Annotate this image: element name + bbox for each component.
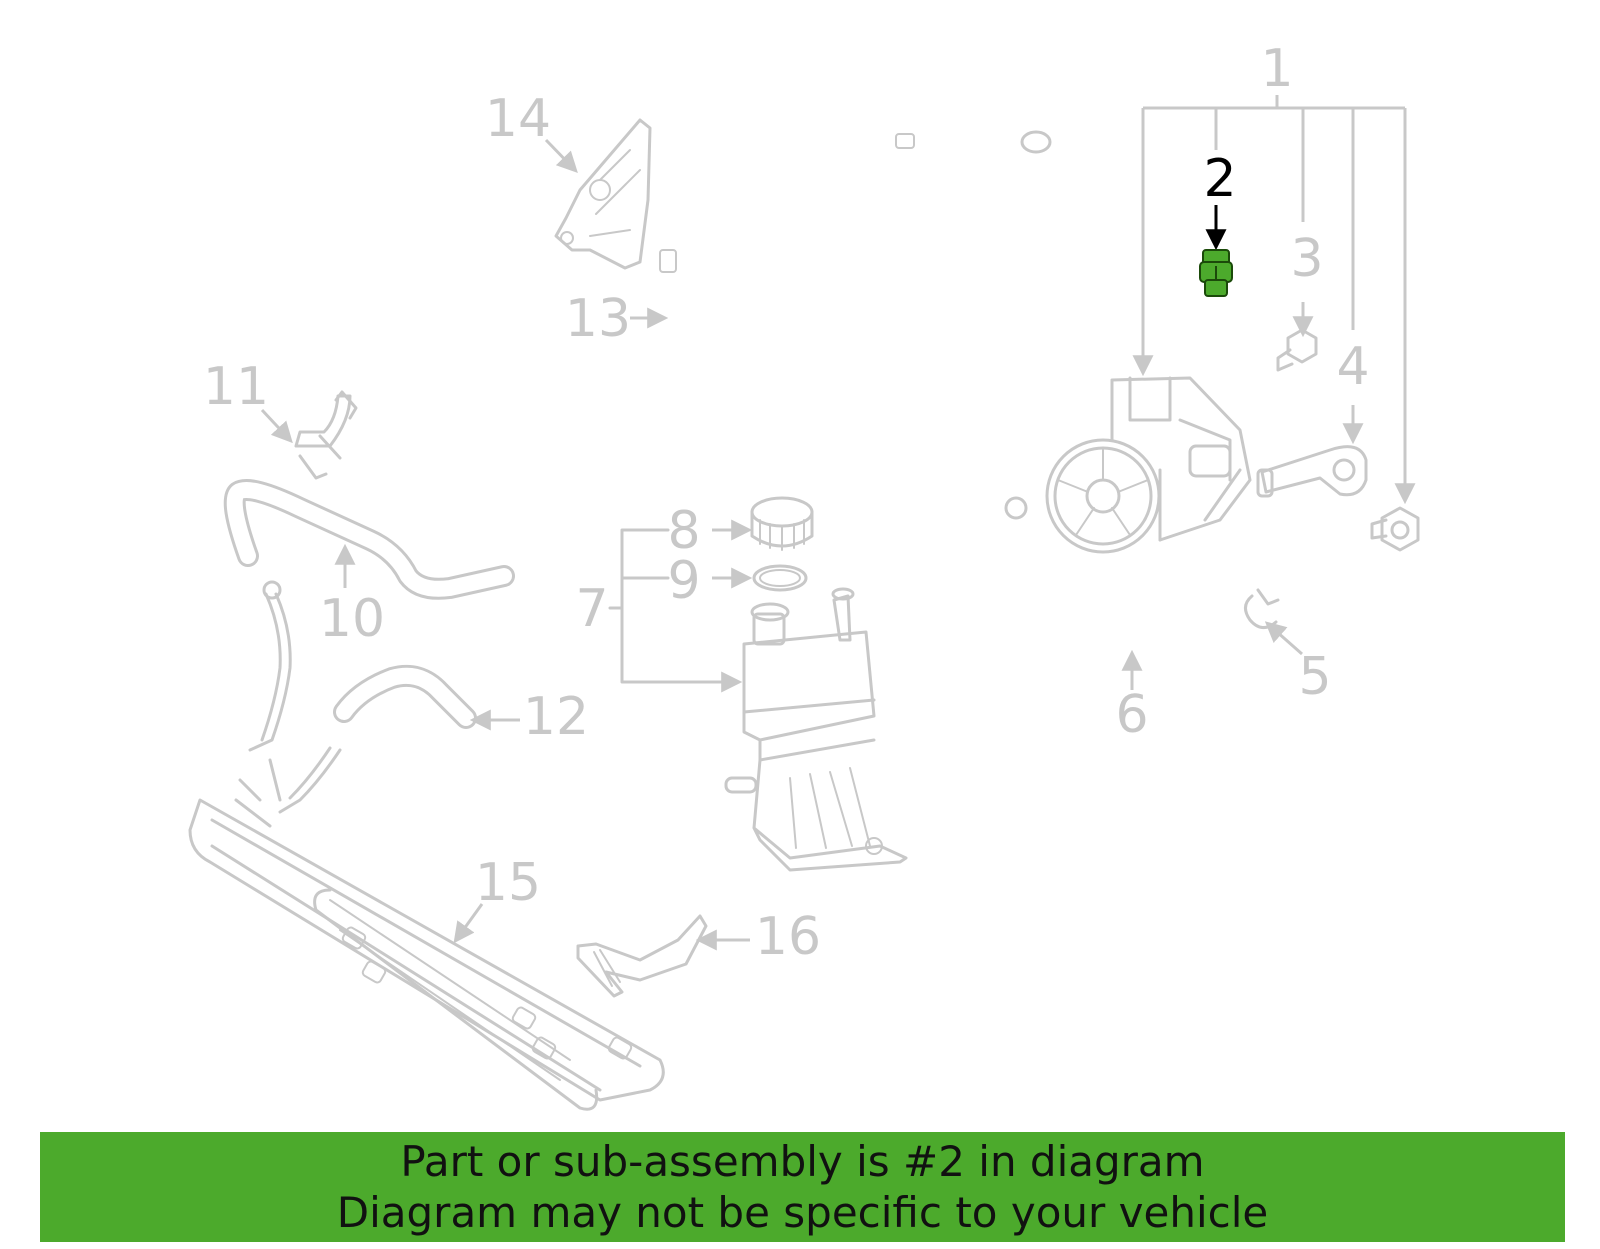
- part-10-hose: [223, 479, 515, 600]
- part-4-fitting: [1256, 405, 1368, 498]
- callout-1: 1: [1260, 39, 1293, 99]
- callout-3: 3: [1290, 229, 1323, 289]
- part-11-fitting: [260, 390, 358, 480]
- part-13-pressure-line: [630, 86, 1052, 520]
- callout-10: 10: [319, 589, 385, 649]
- callout-15: 15: [475, 853, 541, 913]
- callout-5: 5: [1298, 647, 1331, 707]
- callout-14: 14: [485, 89, 551, 149]
- callout-13: 13: [565, 289, 631, 349]
- callout-9: 9: [667, 551, 700, 611]
- callout-4: 4: [1336, 337, 1369, 397]
- banner-line-1: Part or sub-assembly is #2 in diagram: [400, 1137, 1205, 1186]
- part-1-bolt: [1370, 506, 1420, 552]
- info-banner: Part or sub-assembly is #2 in diagram Di…: [40, 1132, 1565, 1242]
- callout-11: 11: [203, 357, 269, 417]
- callout-7: 7: [575, 579, 608, 639]
- part-16-bracket: [576, 914, 750, 998]
- part-3-bolt: [1276, 302, 1318, 372]
- part-6-hose: [919, 546, 1237, 690]
- callout-1-leaders: [1132, 95, 1416, 505]
- part-12-hose: [333, 664, 520, 731]
- part-5-clamp: [1244, 588, 1303, 656]
- part-2-fitting[interactable]: [1199, 205, 1233, 297]
- part-14-bracket: [544, 118, 652, 270]
- callout-8: 8: [667, 501, 700, 561]
- part-7-reservoir: [608, 528, 908, 872]
- callout-12: 12: [523, 687, 589, 747]
- part-1-pump: [1045, 376, 1252, 554]
- part-8-cap: [712, 496, 814, 551]
- callout-6: 6: [1115, 685, 1148, 745]
- callout-2[interactable]: 2: [1203, 149, 1236, 209]
- part-9-oring: [712, 564, 808, 592]
- part-15-cooler: [188, 580, 665, 1111]
- callout-16: 16: [755, 907, 821, 967]
- banner-line-2: Diagram may not be specific to your vehi…: [336, 1188, 1269, 1237]
